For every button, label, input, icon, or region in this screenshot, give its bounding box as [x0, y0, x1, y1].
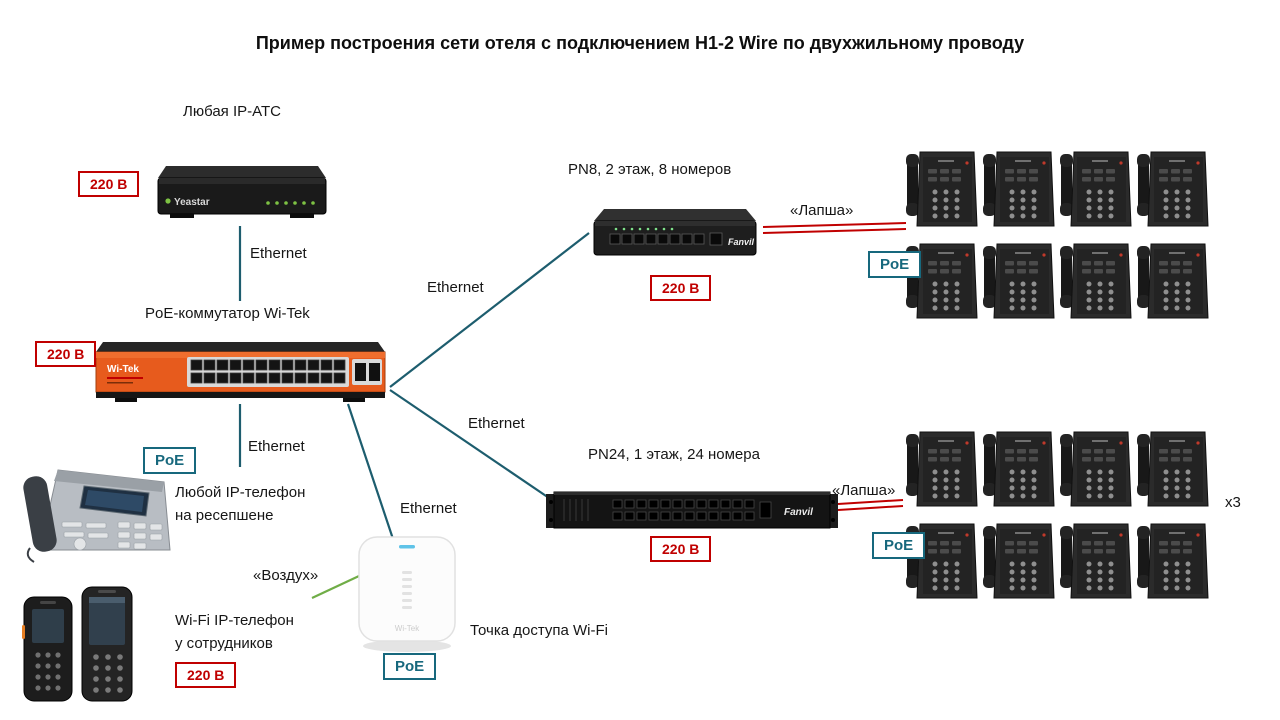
hotel-phone-icon: [982, 151, 1055, 227]
hotel-phone: [1057, 426, 1134, 518]
hotel-phone: [1134, 146, 1211, 238]
hotel-phone: [1057, 238, 1134, 330]
hotel-phone: [1134, 238, 1211, 330]
poe-badge-phone: PoE: [143, 447, 197, 474]
wifi-phone-label: Wi-Fi IP-телефон у сотрудников: [175, 612, 294, 652]
air-line-ap-handsets: [311, 575, 360, 599]
reception-phone-label: Любой IP-телефон на ресепшене: [175, 484, 306, 524]
hotel-phone: [980, 238, 1057, 330]
pbx-brand-text: Yeastar: [174, 197, 210, 208]
hotel-phone: [903, 426, 980, 518]
power-badge-switch: 220 В: [35, 341, 97, 367]
power-badge-pn24: 220 В: [650, 536, 712, 562]
hotel-phone-icon: [905, 151, 978, 227]
diagram-title: Пример построения сети отеля с подключен…: [255, 33, 1025, 53]
hotel-phone: [1057, 518, 1134, 610]
core-switch-brand-text: Wi-Tek: [107, 364, 139, 375]
hotel-phones-floor1: [903, 426, 1211, 610]
power-badge-wifi: 220 В: [175, 662, 237, 688]
wifi-handsets-image: [22, 586, 133, 702]
hotel-phone: [980, 146, 1057, 238]
pn8-switch-image: Fanvil: [593, 209, 757, 256]
hotel-phone-icon: [1136, 243, 1209, 319]
ethernet-label-pn8: Ethernet: [427, 279, 484, 296]
pn8-brand-text: Fanvil: [728, 237, 755, 247]
access-point-label: Точка доступа Wi-Fi: [470, 622, 608, 639]
access-point-brand-text: Wi-Tek: [395, 624, 420, 633]
hotel-phone-icon: [1136, 151, 1209, 227]
ethernet-label-ap: Ethernet: [400, 500, 457, 517]
hotel-phone-icon: [1136, 431, 1209, 507]
twisted-pair-line-pn8-a: [762, 222, 907, 228]
pbx-label: Любая IP-АТС: [183, 103, 281, 120]
poe-badge-pn8: PoE: [868, 251, 922, 278]
pn24-brand-text: Fanvil: [784, 507, 813, 518]
hotel-phones-floor2: [903, 146, 1211, 330]
hotel-phone: [903, 518, 980, 610]
hotel-phone: [903, 146, 980, 238]
hotel-phone: [980, 426, 1057, 518]
air-label: «Воздух»: [253, 567, 319, 584]
twisted-pair-line-pn8-b: [762, 228, 907, 234]
access-point-image: Wi-Tek: [358, 536, 456, 652]
core-switch-label: PoE-коммутатор Wi-Tek: [145, 305, 310, 322]
poe-badge-ap: PoE: [383, 653, 437, 680]
ethernet-line-switch-pn24: [389, 389, 553, 501]
twisted-pair-label-pn8: «Лапша»: [790, 202, 854, 219]
hotel-phone-icon: [1059, 243, 1132, 319]
hotel-phone: [1134, 426, 1211, 518]
hotel-phone-icon: [1059, 151, 1132, 227]
twisted-pair-line-pn24-a: [837, 499, 904, 505]
ethernet-label-phone: Ethernet: [248, 438, 305, 455]
hotel-phone-icon: [905, 523, 978, 599]
hotel-phone: [1057, 146, 1134, 238]
hotel-phone-icon: [1059, 431, 1132, 507]
hotel-phone-icon: [905, 431, 978, 507]
pn24-switch-image: Fanvil: [546, 491, 838, 529]
hotel-phone-icon: [982, 523, 1055, 599]
core-switch-image: Wi-Tek: [95, 342, 386, 402]
power-badge-pn8: 220 В: [650, 275, 712, 301]
power-badge-pbx: 220 В: [78, 171, 140, 197]
twisted-pair-line-pn24-b: [837, 505, 904, 511]
ethernet-line-switch-pn8: [389, 232, 590, 388]
hotel-phone: [980, 518, 1057, 610]
pn24-label: PN24, 1 этаж, 24 номера: [588, 446, 760, 463]
ethernet-label-pn24: Ethernet: [468, 415, 525, 432]
multiplier-label: x3: [1225, 494, 1241, 511]
hotel-phone-icon: [1136, 523, 1209, 599]
ethernet-label-pbx: Ethernet: [250, 245, 307, 262]
ethernet-line-switch-ap: [346, 403, 398, 549]
ip-pbx-image: Yeastar: [157, 166, 327, 218]
twisted-pair-label-pn24: «Лапша»: [832, 482, 896, 499]
hotel-phone-icon: [982, 243, 1055, 319]
reception-phone-image: [23, 469, 171, 563]
hotel-phone-icon: [982, 431, 1055, 507]
hotel-phone: [1134, 518, 1211, 610]
pn8-label: PN8, 2 этаж, 8 номеров: [568, 161, 732, 178]
hotel-phone-icon: [1059, 523, 1132, 599]
poe-badge-pn24: PoE: [872, 532, 926, 559]
